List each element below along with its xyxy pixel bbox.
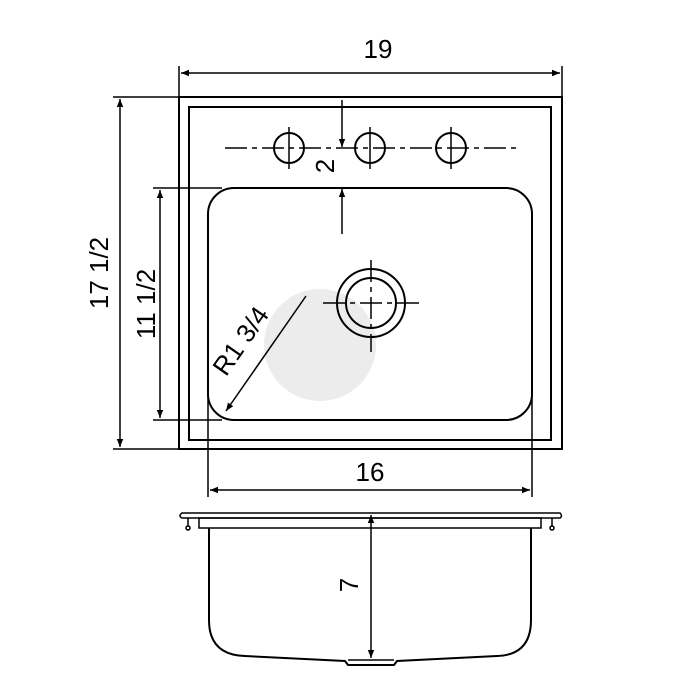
drain [323,260,419,352]
label-bowl-length: 11 1/2 [131,269,161,339]
label-faucet-offset: 2 [310,159,340,173]
faucet-hole [273,127,305,169]
dimension-bowl-width: 16 [207,395,533,497]
sink-outer-rim [178,96,563,450]
label-overall-length: 17 1/2 [84,237,114,309]
faucet-hole [354,127,386,169]
label-bowl-width: 16 [356,457,385,487]
label-overall-width: 19 [364,34,393,64]
dimension-overall-width: 19 [178,34,563,97]
bowl-outline [207,187,533,421]
dimension-bowl-length: 11 1/2 [131,187,222,421]
faucet-hole [435,127,467,169]
watermark-logo [264,289,376,401]
dimension-overall-length: 17 1/2 [84,96,179,450]
side-view: 7 [179,512,563,666]
sink-inner-rim [188,106,552,441]
label-bowl-depth: 7 [334,578,364,592]
dimension-faucet-offset: 2 [310,100,346,234]
